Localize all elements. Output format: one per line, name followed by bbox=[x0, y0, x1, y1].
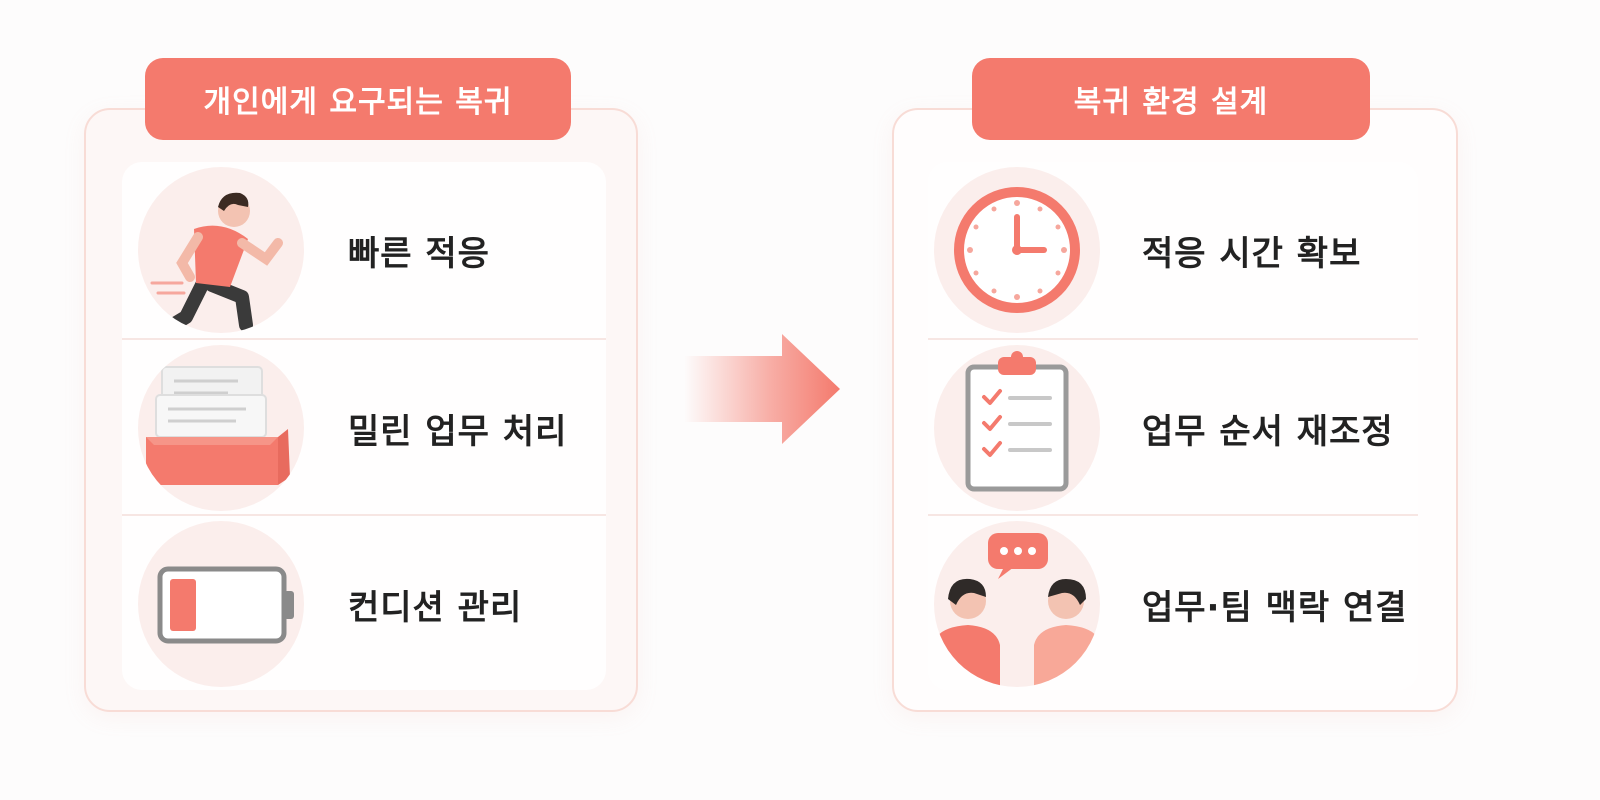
checklist-clipboard-icon bbox=[934, 345, 1100, 511]
left-item-backlog: 밀린 업무 처리 bbox=[122, 338, 606, 516]
clock-icon bbox=[934, 167, 1100, 333]
right-panel-header: 복귀 환경 설계 bbox=[972, 58, 1370, 140]
running-person-icon bbox=[138, 167, 304, 333]
transition-arrow-icon bbox=[684, 334, 840, 444]
left-panel-header: 개인에게 요구되는 복귀 bbox=[145, 58, 571, 140]
right-item-reorder: 업무 순서 재조정 bbox=[928, 338, 1418, 516]
document-stack-icon bbox=[138, 345, 304, 511]
right-item-label: 적응 시간 확보 bbox=[1142, 233, 1362, 274]
left-item-label: 밀린 업무 처리 bbox=[348, 411, 568, 452]
right-item-context: 업무·팀 맥락 연결 bbox=[928, 514, 1418, 692]
low-battery-icon bbox=[138, 521, 304, 687]
right-item-list: 적응 시간 확보 업무 순서 재조정 bbox=[928, 162, 1418, 690]
right-item-adaptation-time: 적응 시간 확보 bbox=[928, 162, 1418, 338]
conversation-people-icon bbox=[934, 521, 1100, 687]
left-item-condition: 컨디션 관리 bbox=[122, 514, 606, 692]
right-item-label: 업무 순서 재조정 bbox=[1142, 411, 1394, 452]
right-item-label: 업무·팀 맥락 연결 bbox=[1142, 587, 1408, 628]
left-item-label: 컨디션 관리 bbox=[348, 587, 523, 628]
left-item-fast-adaptation: 빠른 적응 bbox=[122, 162, 606, 338]
left-item-list: 빠른 적응 밀린 업무 처리 bbox=[122, 162, 606, 690]
left-item-label: 빠른 적응 bbox=[348, 233, 490, 274]
